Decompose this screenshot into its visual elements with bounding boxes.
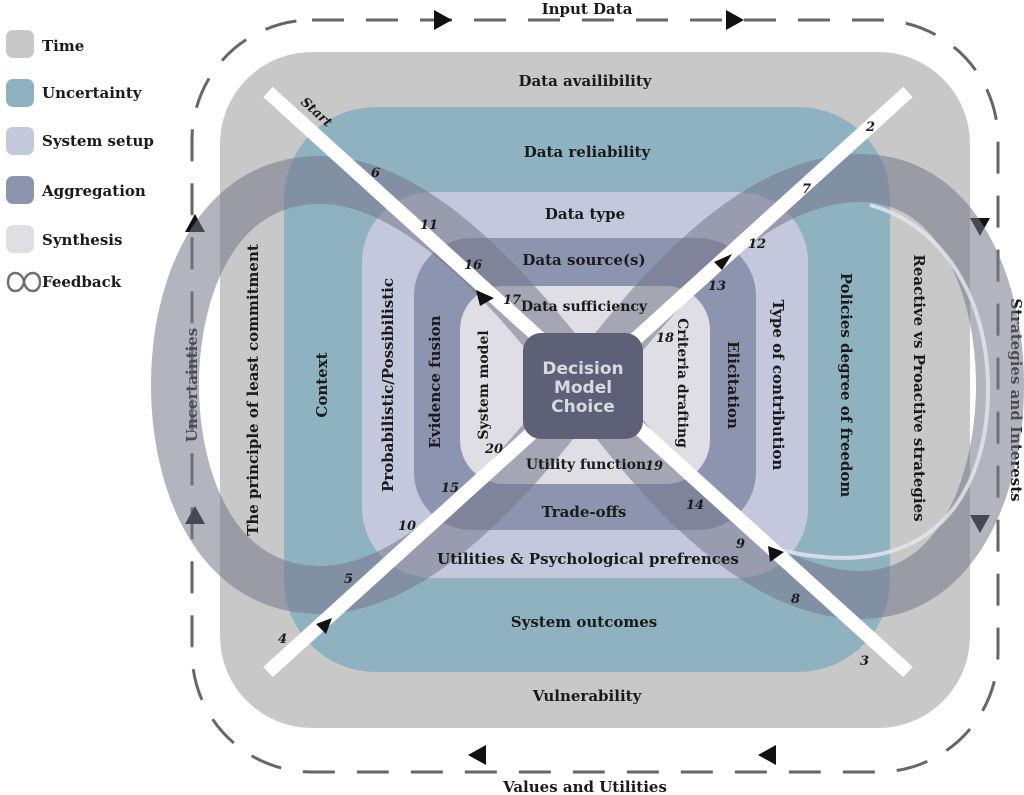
core-box <box>523 333 643 439</box>
step-18: 18 <box>656 331 674 346</box>
legend-label-aggregation: Aggregation <box>41 182 146 200</box>
synthesis-bottom-label: Utility function <box>526 457 646 473</box>
step-12: 12 <box>748 237 766 252</box>
arrow-diag-1 <box>476 290 494 306</box>
step-15: 15 <box>441 481 459 496</box>
step-2: 2 <box>865 120 875 135</box>
time-bottom-label: Vulnerability <box>532 687 643 705</box>
arrow-bottom-2 <box>758 745 776 765</box>
synthesis-right-label: Criteria drafting <box>674 318 690 448</box>
infinity-icon <box>6 271 42 293</box>
time-top-label: Data availibility <box>518 72 652 90</box>
step-13: 13 <box>708 279 726 294</box>
step-7: 7 <box>802 182 811 197</box>
uncertainty-top-label: Data reliability <box>524 143 652 161</box>
arrow-top-1 <box>434 10 452 30</box>
system-setup-top-label: Data type <box>545 205 625 223</box>
step-19: 19 <box>645 459 663 474</box>
step-11: 11 <box>420 218 438 233</box>
uncertainty-left-label: Context <box>313 352 331 417</box>
step-20: 20 <box>484 442 503 457</box>
legend: Time Uncertainty System setup Aggregatio… <box>6 30 154 293</box>
arrow-diag-2 <box>714 254 732 270</box>
aggregation-left-label: Evidence fusion <box>426 315 444 448</box>
aggregation-bottom-label: Trade-offs <box>542 503 627 521</box>
edge-label-bottom: Values and Utilities <box>502 778 667 795</box>
step-3: 3 <box>860 654 869 669</box>
legend-swatch-aggregation <box>6 176 34 204</box>
legend-label-synthesis: Synthesis <box>42 231 122 249</box>
step-17: 17 <box>503 293 521 308</box>
uncertainty-bottom-label: System outcomes <box>511 613 657 631</box>
aggregation-right-label: Elicitation <box>724 341 742 429</box>
legend-swatch-synthesis <box>6 225 34 253</box>
step-10: 10 <box>398 519 416 534</box>
feedback-highlight <box>779 203 990 560</box>
synthesis-left-label: System model <box>476 330 492 439</box>
legend-label-time: Time <box>42 37 84 55</box>
arrow-diag-4 <box>316 618 332 634</box>
step-8: 8 <box>791 592 800 607</box>
arrow-top-2 <box>726 10 744 30</box>
system-setup-right-label: Type of contribution <box>769 300 787 471</box>
time-right-label: Reactive vs Proactive strategies <box>910 254 928 521</box>
synthesis-top-label: Data sufficiency <box>521 299 648 315</box>
arrow-diag-3 <box>768 546 784 562</box>
step-14: 14 <box>686 498 704 513</box>
system-setup-left-label: Probabilistic/Possibilistic <box>379 278 397 492</box>
aggregation-top-label: Data source(s) <box>522 251 645 269</box>
step-5: 5 <box>344 572 353 587</box>
core-line-3: Choice <box>551 397 615 417</box>
legend-label-uncertainty: Uncertainty <box>42 84 143 102</box>
legend-label-feedback: Feedback <box>42 273 122 291</box>
time-left-label: The principle of least commitment <box>244 244 262 536</box>
system-setup-bottom-label: Utilities & Psychological prefrences <box>437 550 739 568</box>
step-6: 6 <box>371 166 380 181</box>
legend-swatch-time <box>6 30 34 58</box>
step-9: 9 <box>736 537 745 552</box>
core-line-1: Decision <box>542 359 623 379</box>
uncertainty-right-label: Policies degree of freedom <box>837 273 855 498</box>
legend-label-system-setup: System setup <box>42 132 154 150</box>
legend-swatch-uncertainty <box>6 79 34 107</box>
legend-swatch-system-setup <box>6 127 34 155</box>
core-line-2: Model <box>554 378 612 398</box>
step-4: 4 <box>278 632 287 647</box>
edge-label-top: Input Data <box>542 0 633 18</box>
step-16: 16 <box>464 258 482 273</box>
arrow-bottom-1 <box>468 745 486 765</box>
outer-dashed-border <box>190 18 1000 774</box>
